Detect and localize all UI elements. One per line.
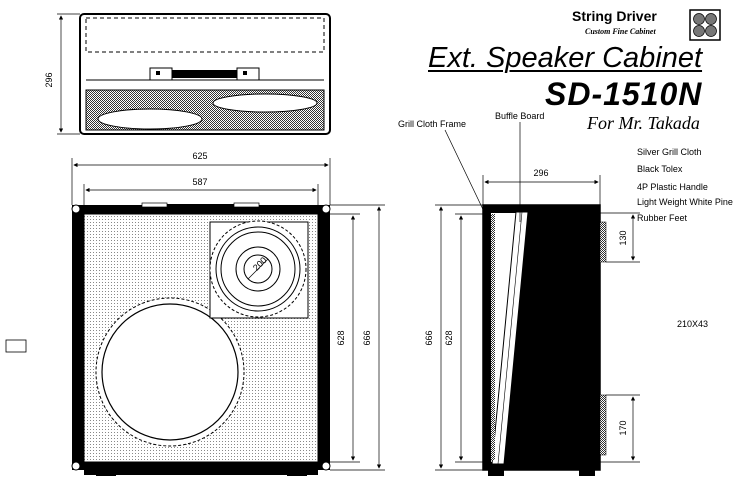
side-depth-dim: 296 [482, 168, 601, 205]
brand-logo [689, 9, 721, 41]
grill-cloth-frame-label: Grill Cloth Frame [398, 119, 466, 129]
side-inner-height-label: 628 [444, 330, 454, 345]
customer-name: For Mr. Takada [587, 113, 700, 133]
tweeter-speaker: 200 [209, 220, 309, 319]
front-outer-height-label: 666 [362, 330, 372, 345]
top-depth-dim: 296 [44, 13, 80, 135]
spec-item: Silver Grill Cloth [637, 147, 702, 157]
leaders: Grill Cloth Frame Buffle Board 210X43 [398, 111, 708, 329]
side-view [482, 204, 607, 476]
side-depth-label: 296 [533, 168, 548, 178]
front-inner-width-label: 587 [192, 177, 207, 187]
small-rect [5, 339, 27, 353]
page-title: Ext. Speaker Cabinet [428, 42, 703, 74]
top-view [79, 13, 331, 135]
side-section-dims: 130 170 [600, 212, 640, 463]
spec-item: Light Weight White Pine [637, 197, 733, 207]
spec-item: Black Tolex [637, 164, 683, 174]
side-outer-height-label: 666 [424, 330, 434, 345]
front-height-dims: 628 666 [330, 204, 385, 471]
side-bottom-section-label: 170 [618, 420, 628, 435]
front-dims: 625 587 [71, 151, 331, 205]
side-height-dims: 666 628 [424, 204, 483, 471]
brand-name: String Driver [572, 8, 657, 24]
model-number: SD-1510N [545, 76, 703, 112]
port-size-label: 210X43 [677, 319, 708, 329]
front-outer-width-label: 625 [192, 151, 207, 161]
spec-item: 4P Plastic Handle [637, 182, 708, 192]
baffle-board-label: Buffle Board [495, 111, 544, 121]
side-top-section-label: 130 [618, 230, 628, 245]
spec-item: Rubber Feet [637, 213, 688, 223]
brand-tagline: Custom Fine Cabinet [585, 27, 656, 36]
top-depth-label: 296 [44, 72, 54, 87]
front-inner-height-label: 628 [336, 330, 346, 345]
woofer-cutout [95, 297, 245, 447]
